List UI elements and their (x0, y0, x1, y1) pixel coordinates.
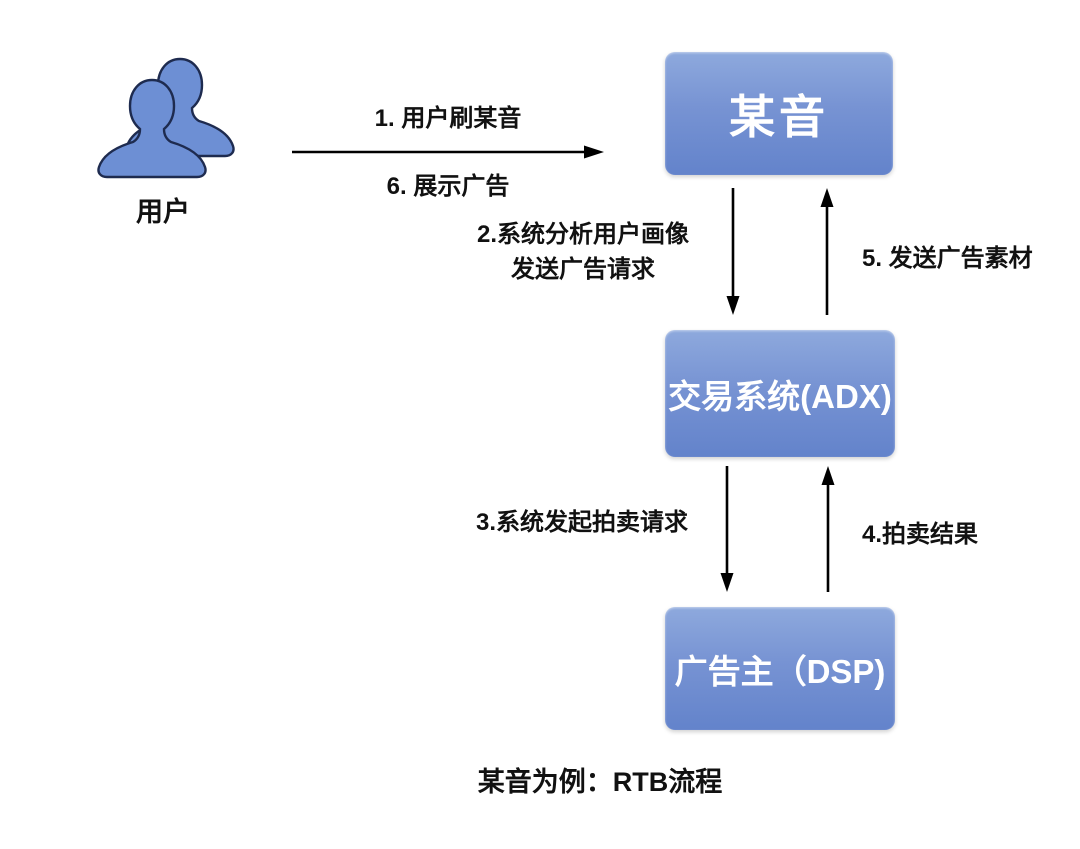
arrow-up-dsp-to-adx (821, 466, 835, 592)
node-adx: 交易系统(ADX) (665, 330, 895, 457)
arrow-down-adx-to-dsp (720, 466, 734, 592)
diagram-caption: 某音为例：RTB流程 (477, 767, 723, 797)
users-icon (97, 57, 235, 179)
arrow-up-adx-to-app (820, 188, 834, 315)
actor-label: 用户 (136, 197, 190, 227)
node-app: 某音 (665, 52, 893, 175)
edge-label-step2: 2.系统分析用户画像 发送广告请求 (450, 218, 716, 288)
node-dsp: 广告主（DSP) (665, 607, 895, 730)
edge-label-step1: 1. 用户刷某音 (374, 105, 522, 132)
edge-label-step3: 3.系统发起拍卖请求 (476, 509, 689, 536)
edge-label-step5: 5. 发送广告素材 (862, 245, 1033, 272)
edge-label-step6: 6. 展示广告 (386, 173, 510, 200)
edge-label-step4: 4.拍卖结果 (862, 521, 979, 548)
edge-label-step2-line1: 2.系统分析用户画像 (476, 221, 689, 248)
arrow-right-user-to-app (292, 145, 604, 159)
node-app-label: 某音 (729, 90, 829, 143)
edge-label-step2-line2: 发送广告请求 (511, 255, 655, 283)
node-adx-label: 交易系统(ADX) (668, 377, 892, 415)
arrow-down-app-to-adx (726, 188, 740, 315)
node-dsp-label: 广告主（DSP) (674, 652, 886, 690)
